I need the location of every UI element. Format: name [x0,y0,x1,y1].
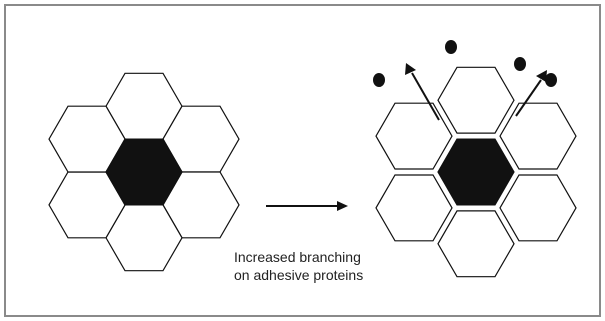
loosened-cell-cluster [375,66,577,278]
escaping-arrow-left [405,63,440,121]
center-cell [105,138,183,206]
tight-cell-cluster [48,72,240,272]
escaping-arrow-right [515,70,547,117]
center-cell [437,138,515,206]
released-particle-2 [445,40,457,54]
cell-top [437,66,515,134]
caption-line-2: on adhesive proteins [234,267,364,283]
released-particle-1 [373,73,385,87]
cell-lower-right [499,174,577,242]
cell-lower-left [375,174,453,242]
transition-arrow [266,201,348,211]
released-particle-3 [514,57,526,71]
cell-upper-right [499,102,577,170]
cell-upper-left [375,102,453,170]
caption-line-1: Increased branching [234,249,361,265]
caption: Increased branching on adhesive proteins [234,248,363,284]
released-particle-4 [545,73,557,87]
cell-bottom [437,210,515,278]
